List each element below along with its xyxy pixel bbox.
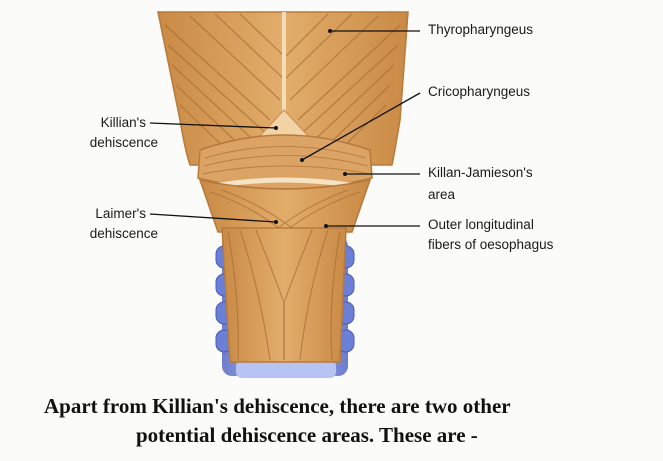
label-cricopharyngeus: Cricopharyngeus (428, 84, 530, 99)
caption-line1: Apart from Killian's dehiscence, there a… (0, 392, 663, 421)
caption-line2: potential dehiscence areas. These are - (0, 421, 663, 450)
left-labels: Killian's dehiscence Laimer's dehiscence (90, 115, 158, 241)
label-killian-jamieson-line1: Killan-Jamieson's (428, 165, 533, 180)
label-outer-fibers-line2: fibers of oesophagus (428, 237, 554, 252)
label-killian-line1: Killian's (101, 115, 147, 130)
label-outer-fibers-line1: Outer longitudinal (428, 217, 534, 232)
caption: Apart from Killian's dehiscence, there a… (0, 392, 663, 450)
label-laimer-line2: dehiscence (90, 226, 158, 241)
right-labels: Thyropharyngeus Cricopharyngeus Killan-J… (428, 22, 554, 252)
pharyngo-oesophageal-diagram: Thyropharyngeus Cricopharyngeus Killan-J… (0, 0, 663, 380)
label-killian-line2: dehiscence (90, 135, 158, 150)
label-thyropharyngeus: Thyropharyngeus (428, 22, 533, 37)
label-killian-jamieson-line2: area (428, 187, 456, 202)
label-laimer-line1: Laimer's (95, 206, 146, 221)
